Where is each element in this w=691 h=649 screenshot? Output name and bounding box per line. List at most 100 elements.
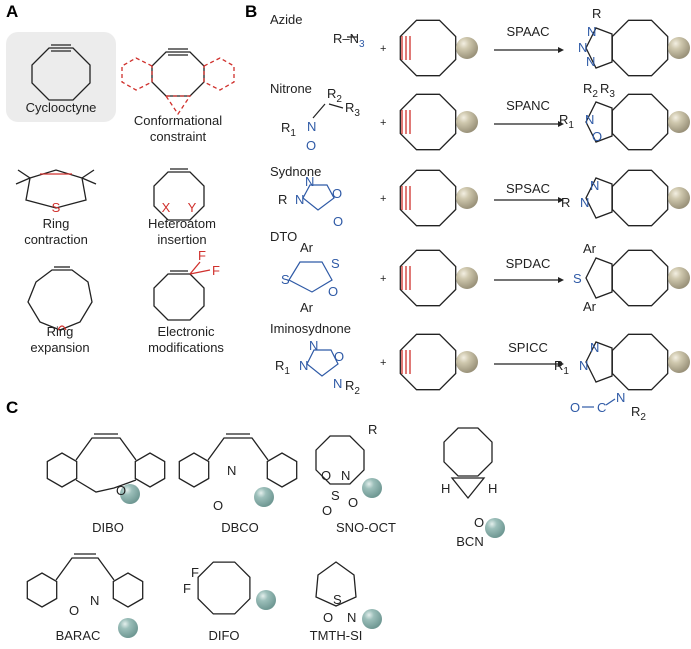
- imino-n-exo: N: [333, 376, 342, 391]
- reaction-spdac: SPDAC: [506, 256, 551, 271]
- conformational-constraint-structure: [121, 48, 235, 116]
- tmth-n: N: [347, 610, 356, 625]
- product-sphere: [668, 111, 690, 133]
- sydnone-r: R: [278, 192, 287, 207]
- caption-electronic-line2: modifications: [148, 340, 224, 355]
- product-sphere: [668, 37, 690, 59]
- ring-contraction-structure: [15, 169, 97, 209]
- nitrone-cn-bond: [312, 103, 326, 119]
- fused-five-ring: [585, 177, 613, 219]
- dbco-bridge: [207, 437, 269, 461]
- reaction-spsac: SPSAC: [506, 181, 550, 196]
- bcn-o: O: [474, 515, 484, 530]
- tmth-o: O: [323, 610, 333, 625]
- caption-electronic-line1: Electronic: [157, 324, 215, 339]
- cyclooctyne-box: [6, 32, 116, 122]
- product-azide-r: R: [592, 6, 601, 21]
- compound-label-bcn: BCN: [456, 534, 483, 549]
- isocyanate-c: C: [597, 400, 606, 415]
- cyclooctyne-reagent-ring: [399, 169, 457, 227]
- nitrone-o: O: [306, 138, 316, 153]
- arrowhead: [558, 277, 564, 283]
- fused-five-ring: [585, 341, 613, 383]
- nitrone-n: N: [307, 119, 316, 134]
- reaction-spaac: SPAAC: [506, 24, 549, 39]
- compound-label-dbco: DBCO: [221, 520, 259, 535]
- dibo-o: O: [116, 483, 126, 498]
- product-sydnone-n2: N: [590, 178, 599, 193]
- barac-benzene-right: [112, 572, 144, 608]
- imino-r1: R1: [275, 358, 290, 377]
- product-azide-n1: N: [587, 24, 596, 39]
- bcn-h-left: H: [441, 481, 450, 496]
- product-dto-s: S: [573, 271, 582, 286]
- caption-conformational-line1: Conformational: [134, 113, 222, 128]
- caption-heteroatom-line2: insertion: [157, 232, 206, 247]
- bcn-cyclopropane: [450, 477, 486, 500]
- ring-expansion-structure: [27, 266, 93, 331]
- dbco-o: O: [213, 498, 223, 513]
- dbco-sphere: [254, 487, 274, 507]
- reaction-row-1: +: [380, 93, 690, 151]
- caption-heteroatom-line1: Heteroatom: [148, 216, 216, 231]
- isocyanate-r2: R2: [631, 404, 646, 423]
- nitrone-r3: R3: [345, 100, 360, 119]
- biomolecule-sphere: [456, 37, 478, 59]
- tmth-ring: [315, 561, 357, 607]
- product-ring: [611, 249, 669, 307]
- sydnone-o1: O: [332, 186, 342, 201]
- biomolecule-sphere: [456, 187, 478, 209]
- snooct-o: O: [321, 468, 331, 483]
- dibo-benzene-left: [46, 452, 78, 488]
- isocyanate-n: N: [616, 390, 625, 405]
- panel-c-structures: [26, 427, 505, 638]
- sydnone-n3: N: [295, 192, 304, 207]
- fused-five-ring: [585, 27, 613, 69]
- product-ring: [611, 333, 669, 391]
- biomolecule-sphere: [456, 267, 478, 289]
- dbco-n: N: [227, 463, 236, 478]
- heteroatom-y: Y: [188, 200, 197, 215]
- bcn-sphere: [485, 518, 505, 538]
- reagent-label-iminosydnone: Iminosydnone: [270, 321, 351, 336]
- difluoro-f2: F: [212, 263, 220, 278]
- reaction-row-2: +: [380, 169, 690, 227]
- plus-sign: +: [380, 117, 386, 129]
- dto-ring: [288, 261, 333, 293]
- product-sphere: [668, 187, 690, 209]
- heteroatom-insertion-structure: [153, 168, 205, 221]
- compound-label-tmth-si: TMTH-SI: [310, 628, 363, 643]
- barac-n: N: [90, 593, 99, 608]
- product-ring: [611, 93, 669, 151]
- biomolecule-sphere: [456, 351, 478, 373]
- reaction-spanc: SPANC: [506, 98, 550, 113]
- product-imino-n1: N: [579, 358, 588, 373]
- product-ring: [611, 19, 669, 77]
- sydnone-o-minus: O: [333, 214, 343, 229]
- dto-ar-bottom: Ar: [300, 300, 314, 315]
- product-ring: [611, 169, 669, 227]
- plus-sign: +: [380, 357, 386, 369]
- snooct-ring: [315, 435, 365, 485]
- bcn-h-right: H: [488, 481, 497, 496]
- dibo-sphere: [120, 484, 140, 504]
- arrowhead: [558, 361, 564, 367]
- dibo-lower: [75, 479, 137, 493]
- bcn-ring: [443, 427, 493, 477]
- arrowhead: [558, 121, 564, 127]
- compound-label-sno-oct: SNO-OCT: [336, 520, 396, 535]
- panel-b-rows: +++++: [288, 19, 690, 408]
- caption-ring-contraction-line2: contraction: [24, 232, 88, 247]
- tmth-s: S: [333, 592, 342, 607]
- product-nitrone-r2: R2: [583, 81, 598, 100]
- difo-sphere: [256, 590, 276, 610]
- product-sphere: [668, 351, 690, 373]
- cyclooctyne-reagent-ring: [399, 19, 457, 77]
- difluoro-f1: F: [198, 248, 206, 263]
- product-dto-ar-top: Ar: [583, 241, 597, 256]
- imino-r2: R2: [345, 378, 360, 397]
- product-azide-n2: N: [578, 40, 587, 55]
- imino-o1: O: [334, 349, 344, 364]
